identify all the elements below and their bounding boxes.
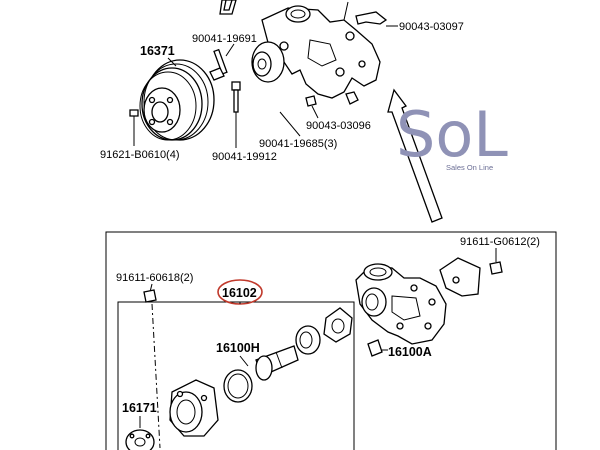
label-90041-19912: 90041-19912: [212, 151, 277, 163]
sol-logo: SoL Sales On Line: [396, 98, 508, 172]
label-90041-19691: 90041-19691: [192, 33, 257, 45]
bolt-90041-19912: [231, 81, 241, 148]
plate-16171: [125, 429, 155, 450]
label-16171: 16171: [122, 401, 157, 415]
label-90043-03096: 90043-03096: [306, 120, 371, 132]
label-16100A: 16100A: [388, 345, 432, 359]
bolt-91621-B0610: [129, 109, 139, 146]
bolt-91611-G0612: [489, 261, 503, 275]
bolt-90041-19691: [209, 48, 228, 81]
kit-frame: [105, 231, 557, 450]
label-90043-03097: 90043-03097: [399, 21, 464, 33]
o-ring: [223, 369, 253, 403]
label-16100H: 16100H: [216, 341, 260, 355]
bolt-91611-60618: [143, 289, 157, 303]
pulley-16371: [139, 59, 215, 141]
label-90041-19685: 90041-19685(3): [259, 138, 337, 150]
gasket-plate: [439, 257, 481, 297]
pump-hub: [251, 41, 285, 83]
gasket-90043-03097: [355, 11, 398, 27]
bearing-16100H: [255, 345, 299, 381]
impeller: [323, 307, 353, 343]
label-91611-G0612: 91611-G0612(2): [460, 236, 540, 248]
label-91621-B0610: 91621-B0610(4): [100, 149, 180, 161]
bolt-90043-03096: [305, 91, 359, 119]
pump-housing-upper: [261, 1, 381, 99]
label-16371: 16371: [140, 44, 175, 58]
label-16102: 16102: [222, 286, 257, 300]
top-bracket: [219, 0, 237, 15]
pump-body-lower: [355, 263, 447, 345]
label-91611-60618: 91611-60618(2): [116, 272, 193, 284]
logo-subtitle: Sales On Line: [446, 163, 493, 172]
assembly-arrow: [387, 88, 443, 223]
seal: [295, 325, 321, 355]
logo-text: SoL: [396, 98, 508, 171]
fitting-16100A: [367, 339, 388, 357]
pump-cover: [169, 379, 219, 437]
